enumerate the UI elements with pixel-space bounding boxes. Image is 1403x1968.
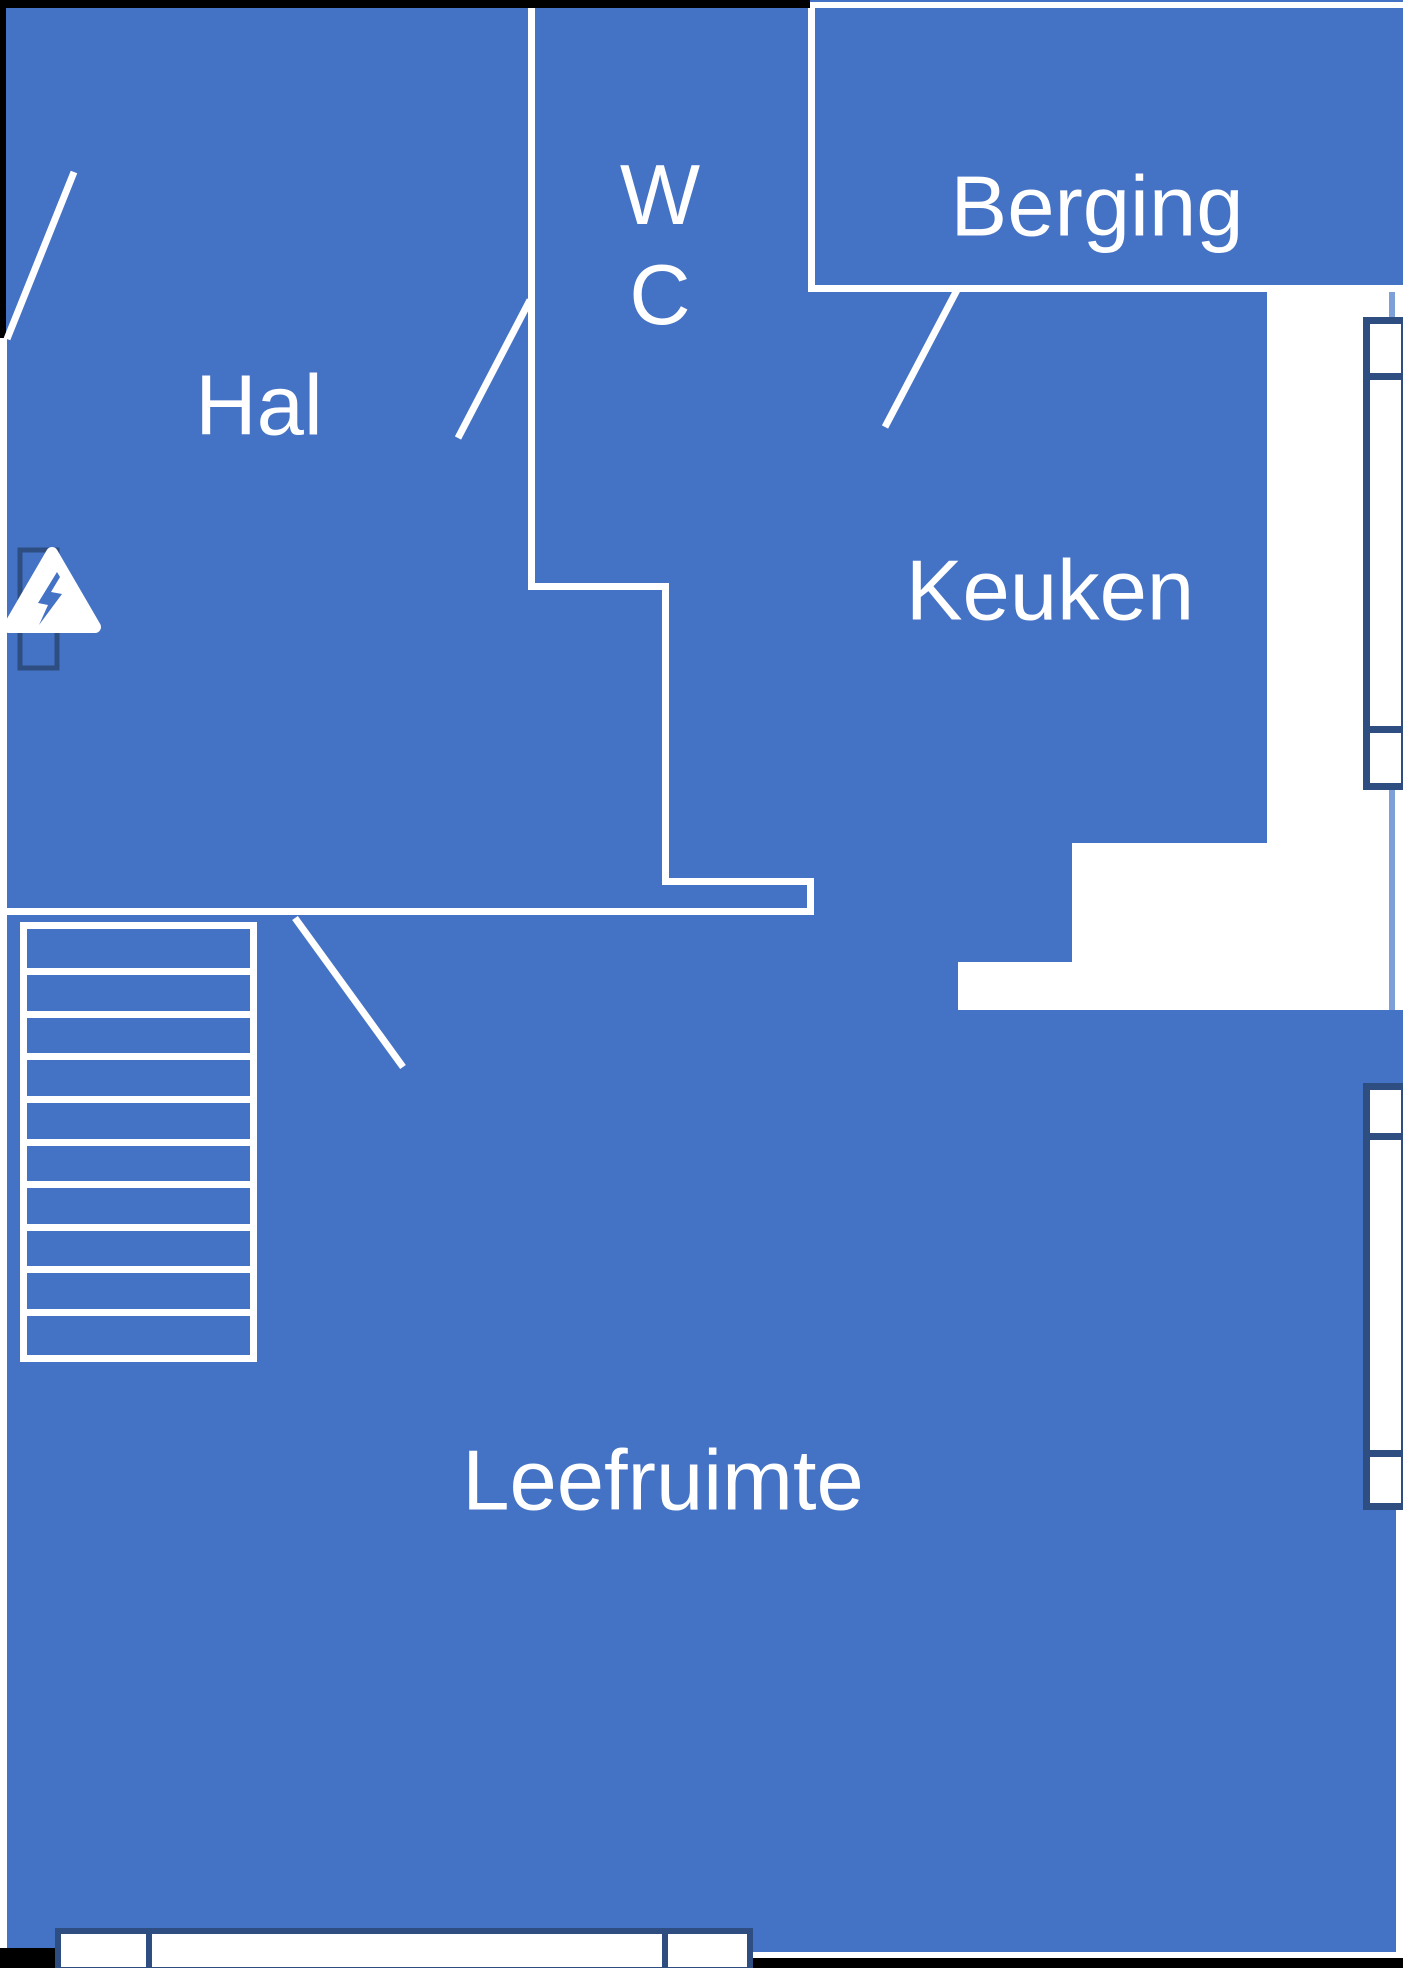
window-divider: [1363, 373, 1403, 380]
wall-wc-bottom-jog: [528, 583, 668, 590]
wall-left-exterior: [0, 338, 7, 1950]
room-label-hal: Hal: [195, 358, 323, 454]
room-label-berging: Berging: [950, 159, 1244, 255]
wall-berging-bottom: [808, 285, 1403, 292]
window-symbol-right-bottom: [1363, 1083, 1403, 1510]
room-label-wc-line1: W: [619, 148, 701, 243]
window-divider: [662, 1928, 668, 1968]
wall-wc-berging-divider: [808, 5, 815, 292]
room-label-leefruimte: Leefruimte: [462, 1433, 864, 1529]
wall-connector: [807, 878, 814, 915]
lightning-bolt-icon: [38, 572, 62, 625]
stair-tread: [27, 1309, 250, 1316]
window-symbol-right-top: [1363, 317, 1403, 790]
room-label-wc: W C: [620, 146, 700, 346]
door-swing-berging-door: [881, 288, 961, 429]
border-left-upper: [0, 0, 6, 340]
stair-tread: [27, 1011, 250, 1018]
wall-nook-left: [662, 583, 669, 885]
kitchen-counter-upper: [1072, 843, 1267, 962]
wall-nook-bottom: [662, 878, 813, 885]
kitchen-counter-lower: [958, 962, 1267, 1010]
door-swing-leefruimte-door: [292, 915, 406, 1070]
wall-hal-bottom: [0, 908, 814, 915]
staircase: [20, 922, 257, 1362]
stair-tread: [27, 1266, 250, 1273]
stair-tread: [27, 1224, 250, 1231]
window-divider: [1363, 726, 1403, 733]
wall-berging-top: [810, 2, 1403, 8]
stair-tread: [27, 1181, 250, 1188]
door-swing-wc-door: [454, 298, 534, 440]
wall-bottom-exterior: [753, 1952, 1403, 1958]
stair-tread: [27, 1096, 250, 1103]
stair-tread: [27, 968, 250, 975]
wall-right-exterior: [1396, 1508, 1403, 1953]
stair-tread: [27, 1139, 250, 1146]
wall-edge-line-lower: [1389, 788, 1395, 1010]
window-divider: [1363, 1450, 1403, 1457]
window-divider: [1363, 1133, 1403, 1140]
wall-wc-left: [528, 8, 535, 590]
wall-edge-line-upper: [1389, 292, 1395, 317]
window-divider: [146, 1928, 152, 1968]
room-label-keuken: Keuken: [905, 543, 1195, 639]
door-swing-front-door: [3, 170, 78, 341]
border-top: [0, 0, 810, 8]
electrical-warning-icon: [3, 547, 101, 671]
stair-tread: [27, 1053, 250, 1060]
room-label-wc-line2: C: [629, 248, 691, 343]
